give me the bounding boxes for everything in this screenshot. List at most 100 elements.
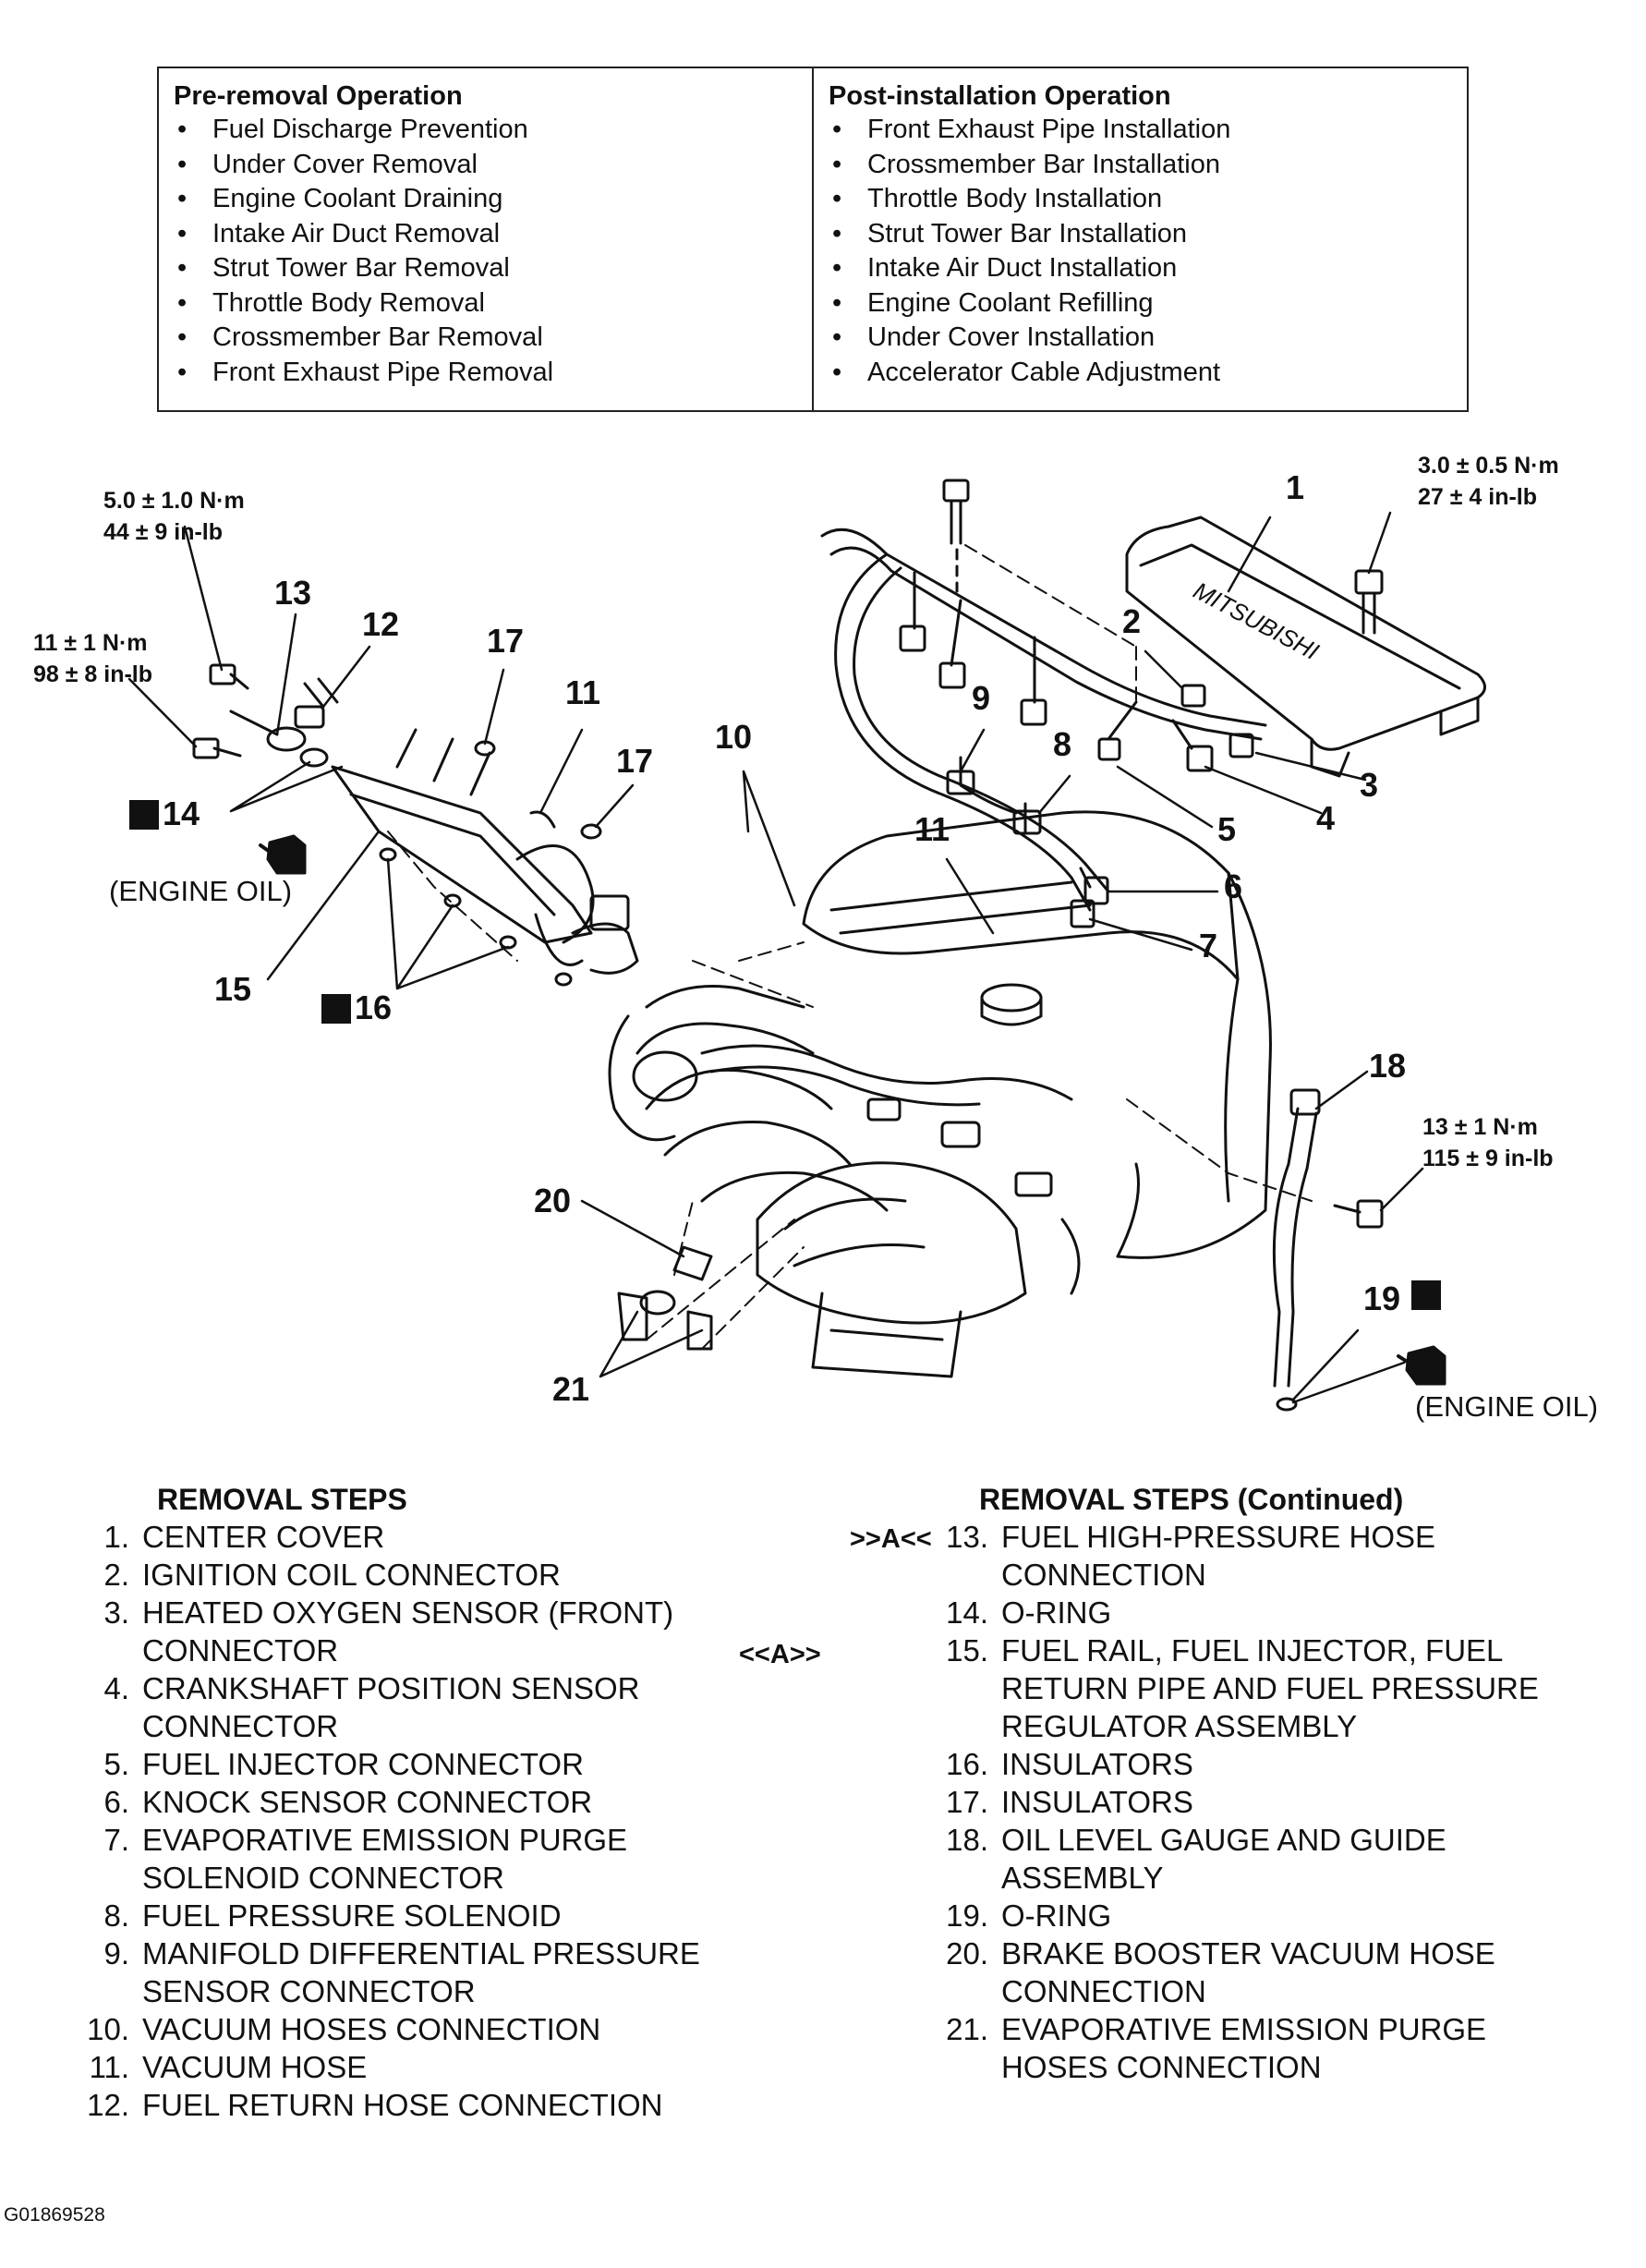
callout-1: 1: [1286, 468, 1304, 506]
step-text: INSULATORS: [1001, 1785, 1193, 1819]
step-text: FUEL INJECTOR CONNECTOR: [142, 1747, 584, 1781]
step-number: 20.: [946, 1936, 988, 1971]
post-installation-item: Intake Air Duct Installation: [829, 251, 1452, 286]
removal-step: 4.CRANKSHAFT POSITION SENSOR CONNECTOR: [65, 1669, 748, 1745]
step-text: EVAPORATIVE EMISSION PURGE SOLENOID CONN…: [142, 1823, 628, 1895]
engine-oil-label: (ENGINE OIL): [109, 875, 292, 907]
removal-step: 5.FUEL INJECTOR CONNECTOR: [65, 1745, 748, 1783]
oil-level-gauge: [1272, 1088, 1384, 1412]
step-text: FUEL RAIL, FUEL INJECTOR, FUEL RETURN PI…: [1001, 1633, 1539, 1743]
torque-spec-line: 27 ± 4 in-lb: [1418, 484, 1537, 510]
removal-step: 13.FUEL HIGH-PRESSURE HOSE CONNECTION: [924, 1518, 1589, 1594]
callout-2: 2: [1122, 602, 1141, 640]
removal-step: 8. FUEL PRESSURE SOLENOID: [65, 1897, 748, 1934]
torque-spec-line: 11 ± 1 N·m: [33, 630, 148, 656]
callout-11: 11: [565, 673, 600, 711]
engine-illustration: [608, 810, 1272, 1378]
cover-logo-text: MITSUBISHI: [1189, 576, 1323, 665]
badge-text: N: [328, 996, 345, 1024]
step-text: OIL LEVEL GAUGE AND GUIDE ASSEMBLY: [1001, 1823, 1446, 1895]
callout-13: 13: [274, 574, 311, 612]
torque-spec-line: 5.0 ± 1.0 N·m: [103, 488, 245, 514]
step-number: 2.: [103, 1558, 129, 1592]
removal-step: 21. EVAPORATIVE EMISSION PURGE HOSES CONN…: [924, 2010, 1589, 2086]
step-text: VACUUM HOSES CONNECTION: [142, 2012, 601, 2046]
step-number: 8.: [103, 1898, 129, 1933]
callout-14: 14: [163, 794, 200, 832]
removal-step: 12.FUEL RETURN HOSE CONNECTION: [65, 2086, 748, 2124]
pre-removal-item: Strut Tower Bar Removal: [174, 251, 797, 286]
step-number: 9.: [103, 1936, 129, 1971]
new-part-badge: N: [129, 800, 159, 830]
step-text: FUEL PRESSURE SOLENOID: [142, 1898, 562, 1933]
leader-lines: [127, 511, 1424, 1404]
step-text: EVAPORATIVE EMISSION PURGE HOSES CONNECT…: [1001, 2012, 1487, 2084]
removal-step: 7. EVAPORATIVE EMISSION PURGE SOLENOID CO…: [65, 1821, 748, 1897]
callout-21: 21: [552, 1370, 589, 1408]
step-text: HEATED OXYGEN SENSOR (FRONT) CONNECTOR: [142, 1595, 674, 1668]
step-text: BRAKE BOOSTER VACUUM HOSE CONNECTION: [1001, 1936, 1495, 2008]
step-number: 19.: [946, 1898, 988, 1933]
operations-table: Pre-removal Operation Fuel Discharge Pre…: [157, 67, 1469, 412]
post-installation-item: Strut Tower Bar Installation: [829, 217, 1452, 252]
callout-9: 9: [972, 679, 990, 717]
removal-step: 17.INSULATORS: [924, 1783, 1589, 1821]
step-number: 18.: [946, 1823, 988, 1857]
step-number: 11.: [89, 2050, 129, 2084]
step-number: 15.: [946, 1633, 988, 1668]
center-cover: MITSUBISHI: [1125, 515, 1486, 778]
callout-7: 7: [1199, 927, 1217, 964]
step-text: O-RING: [1001, 1898, 1112, 1933]
step-number: 14.: [946, 1595, 988, 1630]
callout-8: 8: [1053, 725, 1071, 763]
callout-6: 6: [1224, 867, 1242, 905]
oil-can-icon: [1397, 1345, 1446, 1386]
removal-step: 20. BRAKE BOOSTER VACUUM HOSE CONNECTION: [924, 1934, 1589, 2010]
figure-id: G01869528: [4, 2204, 105, 2226]
new-part-badge: N: [321, 994, 351, 1024]
removal-step: 16.INSULATORS: [924, 1745, 1589, 1783]
post-installation-title: Post-installation Operation: [829, 81, 1171, 111]
post-installation-item: Crossmember Bar Installation: [829, 148, 1452, 183]
engine-oil-label: (ENGINE OIL): [1415, 1390, 1598, 1423]
torque-spec-line: 13 ± 1 N·m: [1422, 1114, 1538, 1140]
pre-removal-item: Front Exhaust Pipe Removal: [174, 356, 797, 391]
callout-17: 17: [487, 622, 524, 660]
oil-can-icon: [259, 834, 307, 875]
post-installation-item: Accelerator Cable Adjustment: [829, 356, 1452, 391]
pre-removal-column: Pre-removal Operation Fuel Discharge Pre…: [159, 68, 812, 410]
pre-removal-item: Engine Coolant Draining: [174, 182, 797, 217]
callout-16: 16: [355, 988, 392, 1026]
pre-removal-item: Crossmember Bar Removal: [174, 321, 797, 356]
removal-step: 11.VACUUM HOSE: [65, 2048, 748, 2086]
step-text: O-RING: [1001, 1595, 1112, 1630]
callout-15: 15: [214, 970, 251, 1008]
torque-spec-line: 98 ± 8 in-lb: [33, 661, 152, 687]
removal-step: 15. FUEL RAIL, FUEL INJECTOR, FUEL RETURN…: [924, 1631, 1589, 1745]
step-number: 12.: [87, 2088, 129, 2122]
removal-step: 14. O-RING: [924, 1594, 1589, 1631]
callout-18: 18: [1369, 1047, 1406, 1085]
removal-step: 1.CENTER COVER: [65, 1518, 748, 1556]
removal-steps-list: 1.CENTER COVER 2.IGNITION COIL CONNECTOR…: [65, 1518, 748, 2124]
pre-removal-list: Fuel Discharge Prevention Under Cover Re…: [174, 113, 797, 390]
removal-steps-title: REMOVAL STEPS: [157, 1483, 407, 1516]
post-installation-list: Front Exhaust Pipe Installation Crossmem…: [829, 113, 1452, 390]
step-text: KNOCK SENSOR CONNECTOR: [142, 1785, 593, 1819]
harness-bolt: [942, 479, 970, 593]
removal-step: 2.IGNITION COIL CONNECTOR: [65, 1556, 748, 1594]
step-number: 21.: [946, 2012, 988, 2046]
step-text: CRANKSHAFT POSITION SENSOR CONNECTOR: [142, 1671, 640, 1743]
pre-removal-item: Throttle Body Removal: [174, 286, 797, 321]
pre-removal-item: Fuel Discharge Prevention: [174, 113, 797, 148]
exploded-view-diagram: MITSUBISHI: [33, 453, 1598, 1423]
installation-reference: >>A<<: [850, 1524, 932, 1554]
callout-12: 12: [362, 605, 399, 643]
removal-step: 9. MANIFOLD DIFFERENTIAL PRESSURE SENSOR …: [65, 1934, 748, 2010]
cover-bolt: [1354, 569, 1384, 635]
step-number: 7.: [103, 1823, 129, 1857]
step-text: MANIFOLD DIFFERENTIAL PRESSURE SENSOR CO…: [142, 1936, 700, 2008]
removal-step: 6.KNOCK SENSOR CONNECTOR: [65, 1783, 748, 1821]
pre-removal-item: Intake Air Duct Removal: [174, 217, 797, 252]
post-installation-item: Engine Coolant Refilling: [829, 286, 1452, 321]
